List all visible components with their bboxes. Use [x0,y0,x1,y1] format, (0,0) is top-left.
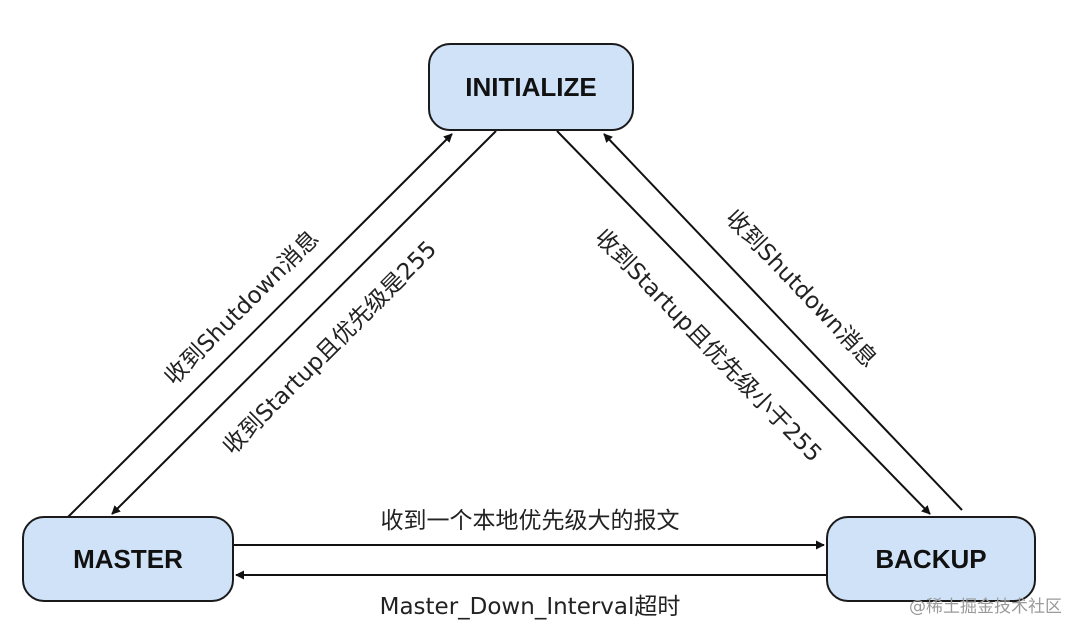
state-master-label: MASTER [73,543,183,574]
state-initialize-label: INITIALIZE [465,71,597,102]
label-backup-to-master: Master_Down_Interval超时 [379,594,681,620]
watermark: @稀土掘金技术社区 [909,597,1062,617]
state-initialize[interactable]: INITIALIZE [428,43,634,131]
arrow-initialize-to-master [111,130,497,515]
arrow-backup-to-initialize [603,133,963,511]
state-master[interactable]: MASTER [22,516,234,602]
arrow-initialize-to-backup [556,130,931,515]
arrow-master-to-initialize [67,133,453,518]
state-backup[interactable]: BACKUP [826,516,1036,602]
state-backup-label: BACKUP [875,543,987,574]
label-master-to-backup: 收到一个本地优先级大的报文 [380,508,680,534]
